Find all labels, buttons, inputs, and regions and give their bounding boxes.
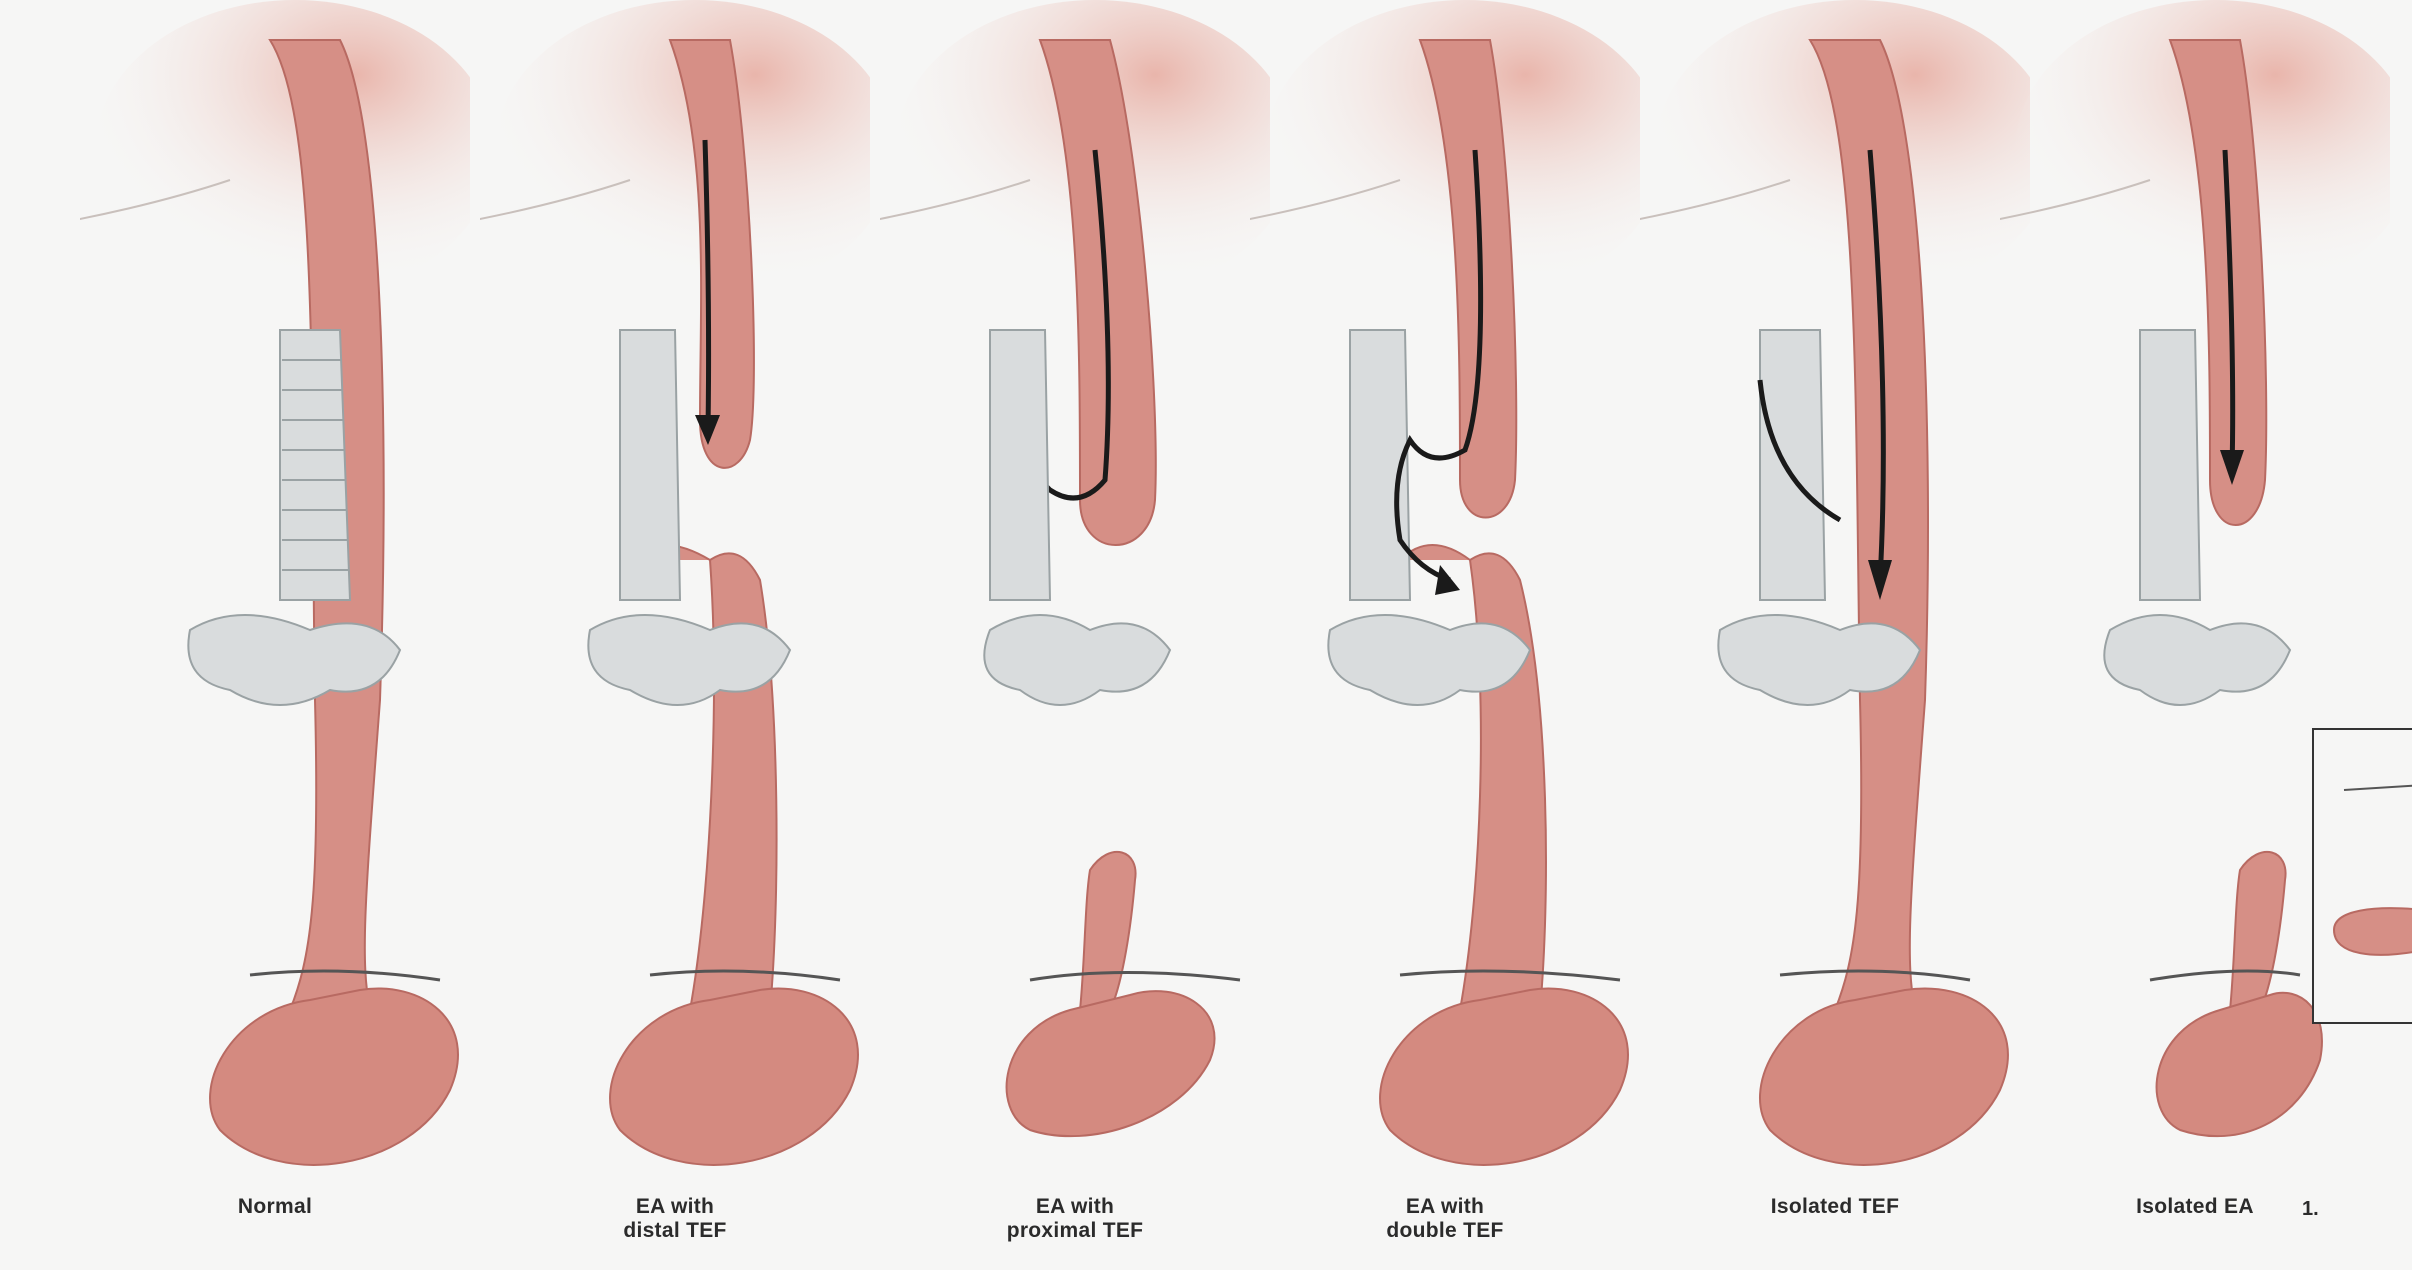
caption-line: double TEF [1386, 1219, 1504, 1242]
inset-illustration [2332, 784, 2412, 956]
normal-anatomy-illustration [80, 0, 470, 1166]
caption-isolated-ea: Isolated EA [2000, 1195, 2390, 1219]
stomach [209, 987, 459, 1166]
jaw-line [480, 179, 631, 221]
stomach [2155, 991, 2323, 1138]
bronchi [1327, 614, 1532, 706]
bronchi [587, 614, 792, 706]
ea-double-tef-illustration [1250, 0, 1640, 1166]
bronchi [983, 614, 1172, 706]
upper-esophageal-pouch [1418, 39, 1518, 519]
caption-line: proximal TEF [1006, 1219, 1144, 1242]
diaphragm [1029, 971, 1241, 982]
footnote-marker: 1. [2302, 1198, 2319, 1220]
lower-esophageal-stump [1078, 850, 1137, 1011]
cropped-inset-box [2312, 728, 2412, 1024]
jaw-line [1250, 179, 1401, 221]
ea-distal-tef-illustration [480, 0, 870, 1166]
arrowhead [695, 415, 720, 445]
caption-ea-proximal-tef: EA with proximal TEF [880, 1195, 1270, 1243]
arrowhead [1868, 560, 1892, 600]
upper-esophageal-pouch [1038, 39, 1157, 546]
jaw-line [1640, 179, 1791, 221]
arrowhead [1435, 565, 1460, 595]
stomach [609, 987, 859, 1166]
isolated-ea-illustration [2000, 0, 2390, 1138]
diaphragm [2149, 969, 2301, 982]
trachea-rings [282, 359, 349, 571]
diaphragm [1779, 969, 1971, 982]
caption-line: distal TEF [623, 1219, 727, 1242]
caption-isolated-tef: Isolated TEF [1640, 1195, 2030, 1219]
isolated-tef-illustration [1640, 0, 2030, 1166]
panel-normal: Normal [80, 0, 470, 1270]
fistula-arrow [1757, 379, 1842, 523]
caption-ea-distal-tef: EA with distal TEF [480, 1195, 870, 1243]
inset-organ [2332, 907, 2412, 956]
lower-esophagus-with-fistula [1399, 544, 1547, 1011]
trachea [2139, 329, 2202, 601]
diaphragm [1399, 969, 1621, 982]
caption-line: Isolated TEF [1770, 1195, 1900, 1218]
diaphragm [249, 969, 441, 982]
bronchi [2103, 614, 2292, 706]
panel-ea-distal-tef: EA with distal TEF [480, 0, 870, 1270]
stomach [1005, 990, 1216, 1138]
caption-line: EA with [1035, 1195, 1115, 1218]
caption-line: EA with [635, 1195, 715, 1218]
arrowhead [2220, 450, 2244, 485]
flow-arrow [1394, 149, 1484, 583]
caption-line: Normal [237, 1195, 313, 1218]
panel-ea-proximal-tef: EA with proximal TEF [880, 0, 1270, 1270]
inset-line [2343, 784, 2412, 791]
jaw-line [880, 179, 1031, 221]
upper-esophageal-pouch [668, 39, 755, 469]
panel-isolated-ea: Isolated EA [2000, 0, 2390, 1270]
flow-arrow [702, 139, 712, 431]
trachea [989, 329, 1052, 601]
upper-esophageal-pouch [2168, 39, 2268, 526]
stomach [1759, 987, 2009, 1166]
bronchi [187, 614, 402, 706]
trachea [619, 329, 682, 601]
trachea [1759, 329, 1827, 601]
ea-proximal-tef-illustration [880, 0, 1270, 1138]
caption-line: EA with [1405, 1195, 1485, 1218]
panel-isolated-tef: Isolated TEF [1640, 0, 2030, 1270]
jaw-line [2000, 179, 2151, 221]
trachea [279, 329, 352, 601]
caption-line: Isolated EA [2136, 1195, 2254, 1218]
flow-arrow [2222, 149, 2236, 471]
diaphragm [649, 969, 841, 982]
bronchi [1717, 614, 1922, 706]
head-region-shading [495, 0, 870, 300]
caption-ea-double-tef: EA with double TEF [1250, 1195, 1640, 1243]
trachea [1349, 329, 1412, 601]
stomach [1379, 987, 1629, 1166]
head-region-shading [95, 0, 470, 300]
caption-normal: Normal [80, 1195, 470, 1219]
lower-esophageal-stump [2228, 850, 2287, 1011]
flow-arrow [1867, 149, 1886, 581]
jaw-line [80, 179, 231, 221]
panel-ea-double-tef: EA with double TEF [1250, 0, 1640, 1270]
